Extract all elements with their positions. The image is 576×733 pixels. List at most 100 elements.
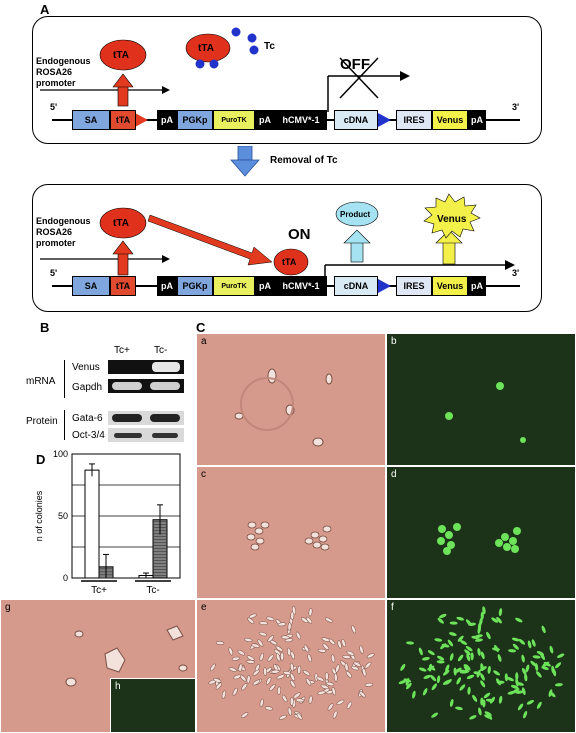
cell xyxy=(421,657,430,661)
y-tick-label: 100 xyxy=(53,449,68,459)
cell xyxy=(351,625,356,634)
cell xyxy=(308,607,313,617)
x-tick-label: Tc+ xyxy=(91,585,107,596)
block-pgkp-bottom: PGKp xyxy=(177,276,213,296)
cell xyxy=(400,663,406,671)
panel-c-letter: C xyxy=(196,320,206,335)
cell xyxy=(506,676,514,682)
cell xyxy=(523,710,528,719)
cell xyxy=(215,641,225,645)
cell xyxy=(317,648,327,653)
cells-b xyxy=(445,382,526,443)
cell xyxy=(252,669,260,676)
cell xyxy=(267,654,274,662)
cell xyxy=(291,606,296,615)
cell xyxy=(359,691,366,698)
cell xyxy=(480,697,484,706)
cell xyxy=(276,674,285,680)
cell xyxy=(466,653,471,662)
cell xyxy=(526,699,535,705)
tta-bubble-bottom: tTA xyxy=(113,218,129,229)
cell xyxy=(474,638,483,642)
cell xyxy=(480,651,485,660)
cell xyxy=(457,654,464,662)
cell xyxy=(510,684,519,689)
block-puro-bottom: PuroTK xyxy=(213,276,255,296)
cell xyxy=(521,687,526,696)
cell xyxy=(494,644,499,653)
cell xyxy=(403,678,412,683)
cell xyxy=(459,684,466,691)
cell xyxy=(264,706,274,711)
cell xyxy=(480,673,485,681)
cell xyxy=(289,697,294,706)
cell xyxy=(290,611,295,620)
block-venus-bottom: Venus xyxy=(432,276,468,296)
block-hcmv-bottom: hCMV*-1 xyxy=(275,276,327,296)
cell xyxy=(251,643,260,648)
sub-label-e: e xyxy=(201,602,207,613)
cell xyxy=(337,640,342,649)
cells-f xyxy=(398,606,565,720)
row-label-oct34: Oct-3/4 xyxy=(72,430,105,441)
five-prime-top: 5' xyxy=(50,102,58,112)
sub-label-a: a xyxy=(201,336,207,347)
cell xyxy=(321,637,330,642)
cell xyxy=(491,617,499,623)
cell xyxy=(480,680,486,688)
cell xyxy=(493,670,501,676)
cell xyxy=(524,673,528,682)
cell xyxy=(344,662,349,672)
cell xyxy=(521,654,525,663)
cell xyxy=(295,698,305,703)
cell xyxy=(308,695,313,704)
cell xyxy=(325,681,335,687)
cell xyxy=(436,675,441,684)
cell xyxy=(449,653,454,661)
cell xyxy=(287,622,292,631)
block-ires-bottom: IRES xyxy=(396,276,432,296)
block-tta-top: tTA xyxy=(110,110,136,130)
cell xyxy=(293,692,301,699)
cell xyxy=(263,667,268,676)
cell xyxy=(453,667,457,676)
cell xyxy=(281,635,290,640)
cell xyxy=(527,640,532,649)
cell xyxy=(346,650,355,656)
row-label-gapdh: Gapdh xyxy=(72,382,103,393)
cell xyxy=(470,652,474,661)
cell xyxy=(350,665,360,671)
cell xyxy=(422,688,428,696)
cell xyxy=(418,667,427,672)
cell xyxy=(259,698,264,708)
cell xyxy=(281,694,288,703)
cell xyxy=(504,673,508,682)
micrograph-e: e xyxy=(196,599,386,733)
cell xyxy=(359,645,364,654)
cell xyxy=(473,671,482,675)
cell xyxy=(487,665,491,674)
cell xyxy=(346,701,352,710)
micrograph-h: h xyxy=(110,678,196,733)
cell xyxy=(480,663,484,672)
y-axis-label: n of colonies xyxy=(34,490,44,541)
cell xyxy=(472,694,478,702)
cell xyxy=(406,641,415,645)
block-venus-top: Venus xyxy=(432,110,468,130)
block-pa3-top: pA xyxy=(468,110,486,130)
cell xyxy=(277,622,287,627)
micrograph-f: f xyxy=(386,599,576,733)
col-header-tc-plus: Tc+ xyxy=(114,345,130,356)
cell xyxy=(290,662,294,672)
cell xyxy=(322,643,330,651)
cell xyxy=(428,663,433,672)
cell xyxy=(534,663,539,672)
cell xyxy=(278,714,287,720)
cell xyxy=(398,680,407,685)
cell xyxy=(345,670,352,678)
cell xyxy=(507,690,516,695)
cell xyxy=(246,675,251,684)
cell xyxy=(486,631,491,640)
blot-oct34 xyxy=(108,428,184,442)
block-pa2-top: pA xyxy=(255,110,275,130)
